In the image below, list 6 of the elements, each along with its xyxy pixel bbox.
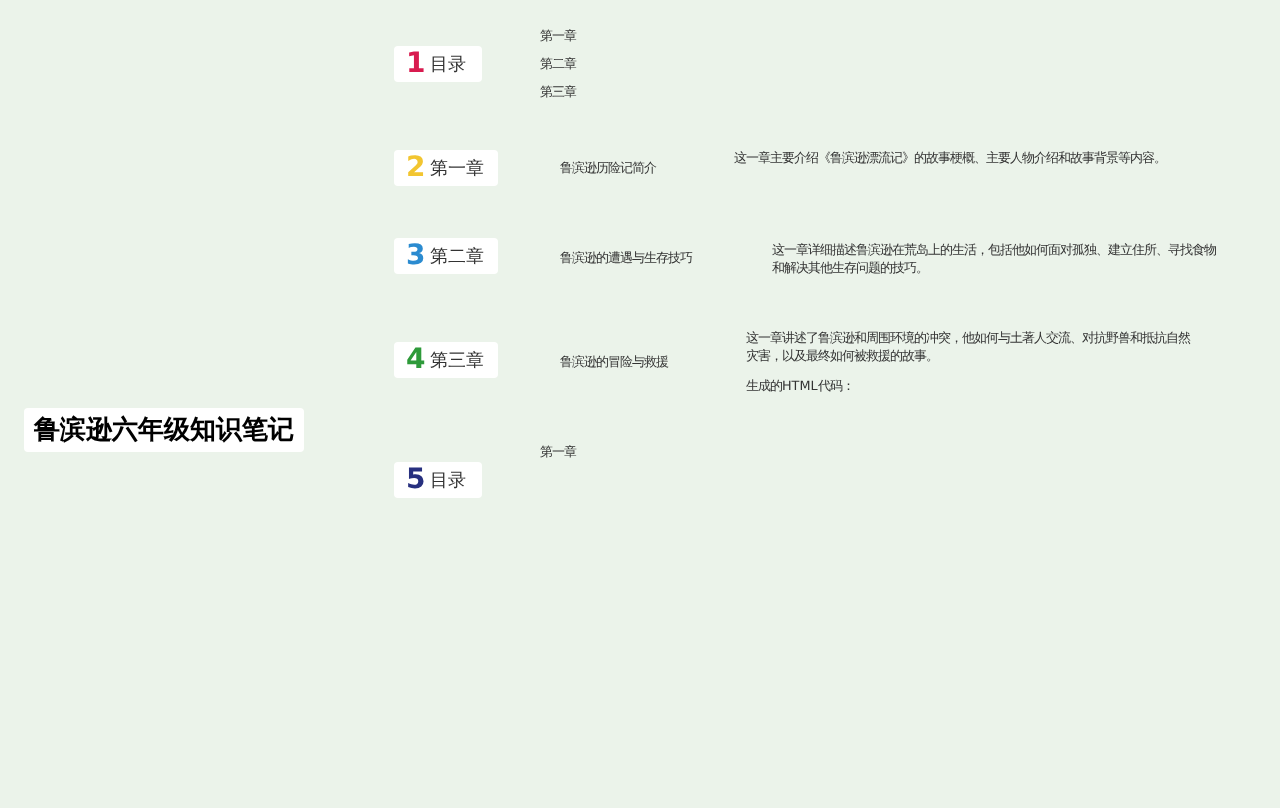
chapter-box: 4 第三章 [394, 342, 498, 378]
root-topic-box: 鲁滨逊六年级知识笔记 [24, 408, 304, 452]
chapter-box: 5 目录 [394, 462, 482, 498]
chapter-box: 1 目录 [394, 46, 482, 82]
chapter-box: 2 第一章 [394, 150, 498, 186]
chapter-box: 3 第二章 [394, 238, 498, 274]
